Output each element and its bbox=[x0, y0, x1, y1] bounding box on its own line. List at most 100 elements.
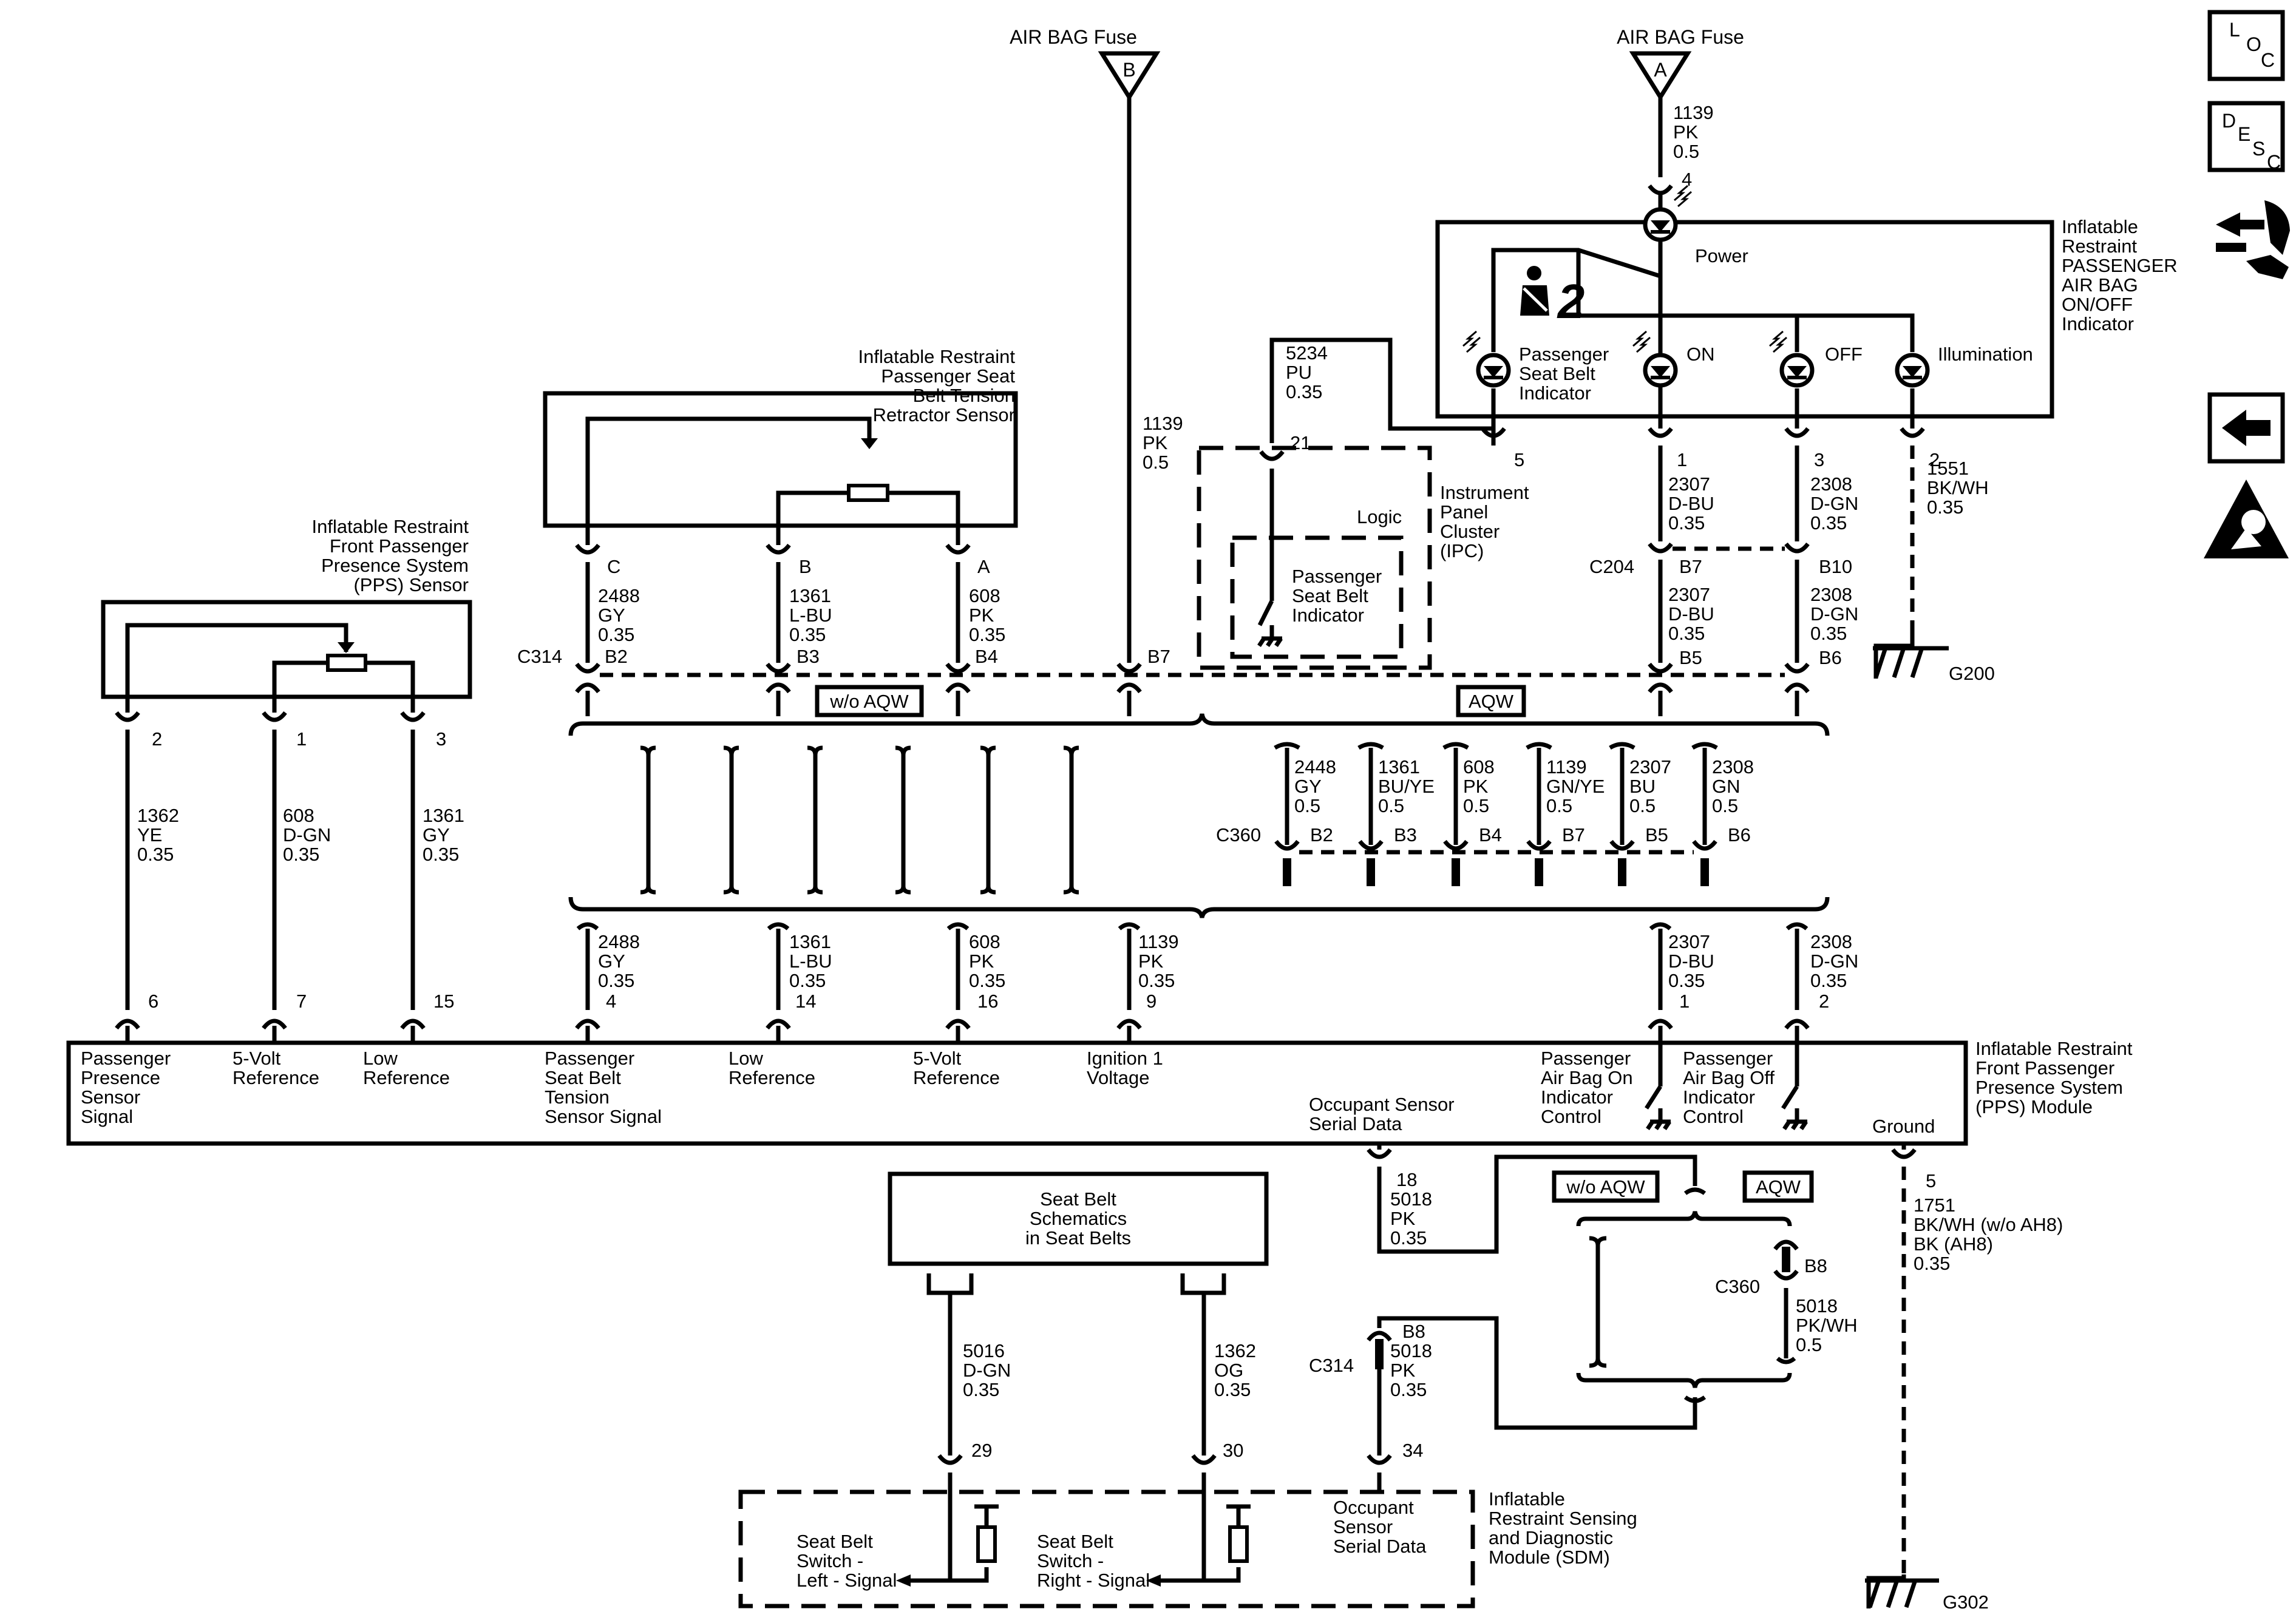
svg-text:A: A bbox=[977, 556, 990, 577]
btr-wire-a: 608 PK 0.35 bbox=[969, 585, 1005, 645]
svg-text:5-Volt: 5-Volt bbox=[233, 1048, 281, 1069]
svg-text:1751: 1751 bbox=[1914, 1195, 1955, 1216]
aqw-option-label-2: AQW bbox=[1742, 1170, 1814, 1203]
c314-pin-b2: B2 bbox=[605, 646, 628, 667]
desc-d: D bbox=[2222, 110, 2236, 132]
svg-text:Reference: Reference bbox=[913, 1067, 1000, 1088]
svg-text:B: B bbox=[799, 556, 812, 577]
svg-text:0.35: 0.35 bbox=[1914, 1253, 1950, 1274]
illumination-label: Illumination bbox=[1938, 344, 2033, 365]
psb-indicator-label: Passenger Seat Belt Indicator bbox=[1519, 344, 1609, 404]
svg-text:0.35: 0.35 bbox=[969, 970, 1005, 991]
airbag-warning-icon[interactable] bbox=[2204, 480, 2289, 558]
c314-label: C314 bbox=[517, 646, 562, 667]
svg-text:Inflatable Restraint: Inflatable Restraint bbox=[312, 516, 469, 537]
fuse-b-letter: B bbox=[1123, 59, 1135, 81]
svg-text:GN: GN bbox=[1712, 776, 1741, 797]
svg-text:D-BU: D-BU bbox=[1668, 951, 1714, 972]
svg-text:Module (SDM): Module (SDM) bbox=[1489, 1547, 1610, 1568]
svg-text:Indicator: Indicator bbox=[1541, 1086, 1613, 1108]
c314-b8-label: C314 bbox=[1309, 1355, 1354, 1376]
svg-text:Control: Control bbox=[1541, 1106, 1601, 1127]
svg-text:D-GN: D-GN bbox=[1810, 951, 1858, 972]
svg-text:BK (AH8): BK (AH8) bbox=[1914, 1233, 1993, 1255]
ipc-psb-label: Passenger Seat Belt Indicator bbox=[1292, 566, 1382, 626]
svg-text:1362: 1362 bbox=[1214, 1340, 1256, 1361]
svg-text:AQW: AQW bbox=[1469, 691, 1514, 712]
svg-text:16: 16 bbox=[977, 991, 998, 1012]
desc-e: E bbox=[2238, 123, 2250, 145]
svg-text:GY: GY bbox=[598, 605, 625, 626]
svg-text:YE: YE bbox=[137, 824, 162, 846]
pps-pin-1: 1 bbox=[296, 728, 307, 750]
svg-text:0.35: 0.35 bbox=[137, 844, 174, 865]
svg-text:Switch -: Switch - bbox=[1037, 1550, 1104, 1571]
svg-text:5234: 5234 bbox=[1286, 342, 1328, 364]
svg-text:Indicator: Indicator bbox=[2062, 313, 2134, 334]
back-arrow-button[interactable] bbox=[2207, 392, 2285, 464]
module-5v-ref-2: 5-Volt Reference bbox=[913, 1048, 1000, 1088]
sdm-title: Inflatable Restraint Sensing and Diagnos… bbox=[1489, 1488, 1637, 1568]
svg-text:5: 5 bbox=[1926, 1170, 1936, 1191]
loc-nav-button[interactable]: L O C bbox=[2207, 10, 2285, 81]
svg-text:B2: B2 bbox=[1310, 824, 1333, 846]
fuse-b-title: AIR BAG Fuse bbox=[1010, 26, 1137, 48]
svg-text:2488: 2488 bbox=[598, 585, 640, 606]
instrument-panel-cluster: Logic Instrument Panel Cluster (IPC) Pas… bbox=[1197, 446, 1529, 670]
seat-belt-schematic-box[interactable]: Seat Belt Schematics in Seat Belts bbox=[888, 1171, 1269, 1266]
svg-text:AQW: AQW bbox=[1756, 1176, 1801, 1198]
pps-module-title: Inflatable Restraint Front Passenger Pre… bbox=[1975, 1038, 2133, 1117]
svg-text:0.35: 0.35 bbox=[1810, 623, 1847, 644]
svg-text:1361: 1361 bbox=[1378, 756, 1420, 778]
sdm-left-switch-label: Seat Belt Switch - Left - Signal bbox=[796, 1531, 897, 1591]
svg-text:Seat Belt: Seat Belt bbox=[1037, 1531, 1113, 1552]
svg-text:Seat Belt: Seat Belt bbox=[545, 1067, 621, 1088]
svg-text:L-BU: L-BU bbox=[789, 605, 832, 626]
svg-text:C: C bbox=[607, 556, 620, 577]
module-ignition-voltage: Ignition 1 Voltage bbox=[1087, 1048, 1163, 1088]
svg-text:Inflatable: Inflatable bbox=[2062, 216, 2138, 237]
svg-text:GY: GY bbox=[598, 951, 625, 972]
on-lamp-icon bbox=[1645, 355, 1676, 385]
btr-wire-b: 1361 L-BU 0.35 bbox=[789, 585, 832, 645]
pps-module: Inflatable Restraint Front Passenger Pre… bbox=[66, 1038, 2133, 1146]
svg-text:Passenger: Passenger bbox=[545, 1048, 634, 1069]
svg-text:0.35: 0.35 bbox=[1668, 512, 1705, 534]
svg-text:14: 14 bbox=[795, 991, 816, 1012]
svg-text:1139: 1139 bbox=[1138, 931, 1179, 952]
svg-text:0.35: 0.35 bbox=[1138, 970, 1175, 991]
svg-text:0.5: 0.5 bbox=[1378, 795, 1404, 816]
c360-b8-label: C360 bbox=[1715, 1276, 1760, 1297]
svg-text:Instrument: Instrument bbox=[1440, 482, 1529, 503]
svg-text:30: 30 bbox=[1223, 1440, 1243, 1461]
pps-sensor: Inflatable Restraint Front Passenger Pre… bbox=[101, 516, 472, 699]
svg-text:Restraint: Restraint bbox=[2062, 236, 2137, 257]
svg-text:Occupant Sensor: Occupant Sensor bbox=[1309, 1094, 1455, 1115]
lower-wire-labels: 2488 GY 0.35 4 1361 L-BU 0.35 14 608 PK … bbox=[598, 931, 1858, 1012]
svg-text:PK: PK bbox=[1138, 951, 1164, 972]
svg-text:B3: B3 bbox=[1394, 824, 1417, 846]
svg-text:Front Passenger: Front Passenger bbox=[330, 535, 469, 557]
svg-text:Passenger: Passenger bbox=[1519, 344, 1609, 365]
svg-text:D-GN: D-GN bbox=[283, 824, 331, 846]
module-low-ref-1: Low Reference bbox=[363, 1048, 450, 1088]
svg-text:1361: 1361 bbox=[789, 931, 831, 952]
module-pps-signal-label: Passenger Presence Sensor Signal bbox=[81, 1048, 171, 1127]
svg-text:B5: B5 bbox=[1645, 824, 1668, 846]
svg-text:Panel: Panel bbox=[1440, 501, 1488, 523]
svg-text:0.35: 0.35 bbox=[423, 844, 459, 865]
svg-text:34: 34 bbox=[1402, 1440, 1423, 1461]
svg-text:PK/WH: PK/WH bbox=[1796, 1315, 1858, 1336]
woaqw-option-label-2: w/o AQW bbox=[1552, 1170, 1660, 1203]
c314-pin-b4: B4 bbox=[975, 646, 998, 667]
svg-text:Presence: Presence bbox=[81, 1067, 160, 1088]
svg-text:1551: 1551 bbox=[1927, 458, 1969, 479]
g302-ground: G302 bbox=[1865, 1574, 1989, 1613]
svg-text:0.35: 0.35 bbox=[1927, 497, 1963, 518]
svg-text:D-GN: D-GN bbox=[1810, 603, 1858, 625]
connector-repair-icon[interactable] bbox=[2216, 200, 2290, 279]
desc-nav-button[interactable]: D E S C bbox=[2207, 101, 2285, 173]
svg-text:PK: PK bbox=[1463, 776, 1489, 797]
svg-text:in Seat Belts: in Seat Belts bbox=[1025, 1227, 1131, 1249]
